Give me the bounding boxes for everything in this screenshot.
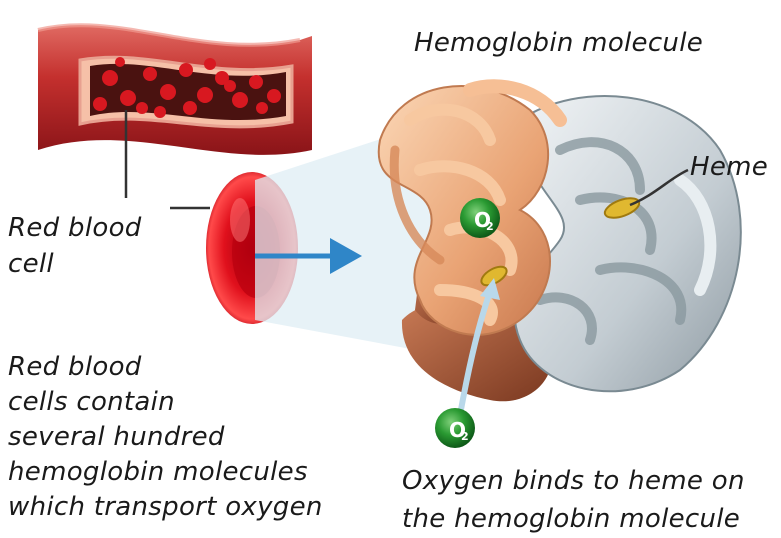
caption-line: Red blood [8, 350, 323, 385]
caption-line: the hemoglobin molecule [402, 500, 745, 538]
o2-molecule-icon: O 2 [435, 408, 475, 448]
caption-line: hemoglobin molecules [8, 455, 323, 490]
caption-line: several hundred [8, 420, 323, 455]
blood-vessel [38, 25, 312, 155]
o2-subscript: 2 [486, 220, 494, 233]
hemoglobin-molecule-label: Hemoglobin molecule [414, 30, 703, 56]
o2-molecule-icon: O 2 [460, 198, 500, 238]
caption-line: Oxygen binds to heme on [402, 462, 745, 500]
hemoglobin-molecule [379, 86, 741, 401]
red-blood-cell-label: Red blood cell [8, 210, 142, 282]
summary-caption: Red blood cells contain several hundred … [8, 350, 323, 525]
caption-line: which transport oxygen [8, 490, 323, 525]
heme-label: Heme [690, 154, 768, 180]
label-line: Red blood [8, 210, 142, 246]
label-line: cell [8, 246, 142, 282]
caption-line: cells contain [8, 385, 323, 420]
oxygen-binding-caption: Oxygen binds to heme on the hemoglobin m… [402, 462, 745, 538]
o2-subscript: 2 [461, 430, 469, 443]
